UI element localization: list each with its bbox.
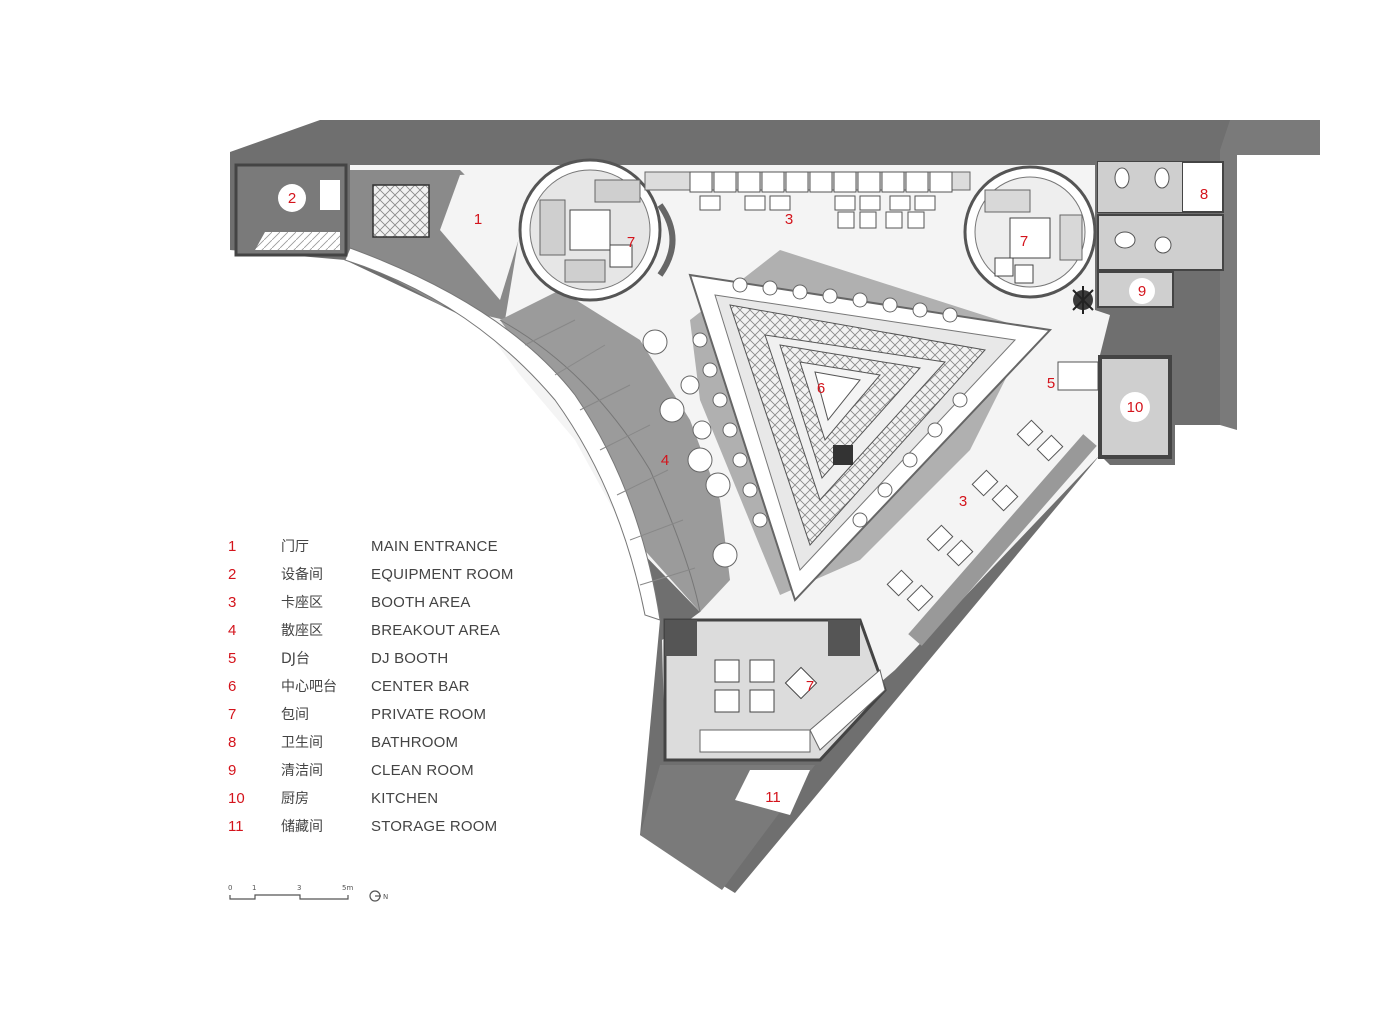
label-dj: 5: [1047, 375, 1055, 392]
entrance-mat: [372, 184, 430, 238]
dj-booth: [1057, 361, 1099, 391]
storage-room: [640, 765, 815, 890]
label-storage: 11: [765, 789, 781, 806]
breakout-tables: [642, 329, 738, 568]
booth-area-right: [886, 419, 1097, 646]
scale-tick-1: 1: [252, 884, 256, 892]
label-breakout: 4: [661, 452, 669, 469]
north-label: N: [383, 893, 388, 901]
label-bathroom: 8: [1200, 186, 1208, 203]
label-booth-top: 3: [785, 211, 793, 228]
label-private-left: 7: [627, 234, 635, 251]
label-private-right: 7: [1020, 233, 1028, 250]
scale-tick-0: 0: [228, 884, 232, 892]
scale-tick-3: 3: [297, 884, 301, 892]
center-bar: [688, 273, 1053, 602]
plant: [1072, 286, 1094, 314]
label-kitchen: 10: [1127, 399, 1144, 416]
label-clean: 9: [1138, 283, 1146, 300]
bathroom: [1097, 161, 1224, 271]
label-entrance: 1: [474, 211, 482, 228]
label-booth-right: 3: [959, 493, 967, 510]
label-center-bar: 6: [817, 380, 825, 397]
private-room-left: [518, 158, 676, 302]
scale-bar: 0 1 3 5m N: [228, 884, 388, 902]
label-equipment: 2: [288, 190, 296, 207]
curved-facade: [344, 247, 701, 621]
label-private-bottom: 7: [806, 678, 814, 695]
room-labels: 2 1 3 7 7 8 9 5 6 10 4 3 7 11: [278, 181, 1217, 806]
private-room-bottom: [663, 618, 887, 762]
bar-stools: [692, 277, 968, 528]
private-room-right: [963, 165, 1097, 299]
booth-area-top: [644, 171, 971, 229]
scale-tick-5: 5m: [342, 884, 353, 892]
